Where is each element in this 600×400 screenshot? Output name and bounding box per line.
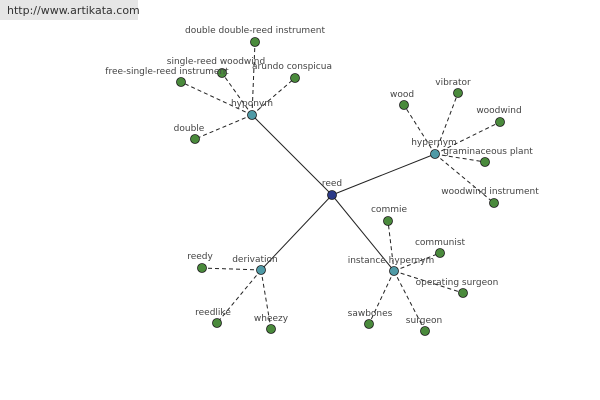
leaf-label-communist: communist [415,238,466,248]
leaf-label-free-single-reed-instrument: free-single-reed instrument [105,67,229,77]
relation-node-hypernym[interactable] [430,149,440,159]
center-node-reed[interactable] [327,190,337,200]
leaf-label-woodwind-instrument: woodwind instrument [441,187,539,197]
leaf-node-commie[interactable] [383,216,393,226]
leaf-label-double-double-reed-instrument: double double-reed instrument [185,26,325,36]
edge-hypernym-woodwind-instrument [434,153,495,204]
edge-reed-instance-hypernym [331,194,395,272]
leaf-label-single-reed-woodwind: single-reed woodwind [167,57,265,67]
edge-hyponym-double [194,114,253,140]
leaf-label-double: double [174,124,205,134]
edge-hypernym-woodwind [434,121,501,155]
leaf-node-vibrator[interactable] [453,88,463,98]
leaf-label-graminaceous-plant: graminaceous plant [443,147,533,157]
leaf-node-communist[interactable] [435,248,445,258]
leaf-node-surgeon[interactable] [420,326,430,336]
edge-instance-hypernym-operating-surgeon [393,270,464,294]
edge-derivation-reedy [201,267,262,271]
leaf-node-woodwind[interactable] [495,117,505,127]
edge-reed-hypernym [331,153,436,196]
relation-node-hyponym[interactable] [247,110,257,120]
leaf-node-single-reed-woodwind[interactable] [217,68,227,78]
leaf-node-reedy[interactable] [197,263,207,273]
leaf-label-operating-surgeon: operating surgeon [416,278,499,288]
leaf-label-wheezy: wheezy [254,314,289,324]
center-label-reed: reed [322,179,342,189]
edge-instance-hypernym-communist [393,252,441,272]
relation-node-derivation[interactable] [256,265,266,275]
leaf-node-wheezy[interactable] [266,324,276,334]
leaf-node-double-double-reed-instrument[interactable] [250,37,260,47]
leaf-label-wood: wood [390,90,414,100]
edge-derivation-reedlike [216,269,262,324]
edge-instance-hypernym-commie [387,220,395,272]
leaf-node-wood[interactable] [399,100,409,110]
edge-hyponym-free-single-reed-instrument [180,81,253,116]
leaf-node-reedlike[interactable] [212,318,222,328]
leaf-label-reedlike: reedlike [195,308,231,318]
url-banner: http://www.artikata.com [0,0,140,20]
edge-hypernym-graminaceous-plant [434,153,486,163]
relation-label-instance-hypernym: instance hypernym [348,256,435,266]
edge-hypernym-wood [403,104,436,155]
relation-label-hyponym: hyponym [231,99,273,109]
relation-label-hypernym: hypernym [411,138,457,148]
leaf-node-double[interactable] [190,134,200,144]
relation-node-instance-hypernym[interactable] [389,266,399,276]
leaf-label-surgeon: surgeon [406,316,442,326]
leaf-label-vibrator: vibrator [435,78,471,88]
leaf-label-commie: commie [371,205,407,215]
leaf-node-woodwind-instrument[interactable] [489,198,499,208]
edge-instance-hypernym-sawbones [368,270,395,325]
leaf-node-sawbones[interactable] [364,319,374,329]
leaf-label-reedy: reedy [187,252,213,262]
leaf-label-sawbones: sawbones [348,309,393,319]
edge-hyponym-arundo-conspicua [251,77,296,116]
edge-hypernym-vibrator [434,92,459,155]
edge-hyponym-single-reed-woodwind [221,72,253,116]
edge-instance-hypernym-surgeon [393,270,426,332]
leaf-node-free-single-reed-instrument[interactable] [176,77,186,87]
relation-label-derivation: derivation [232,255,278,265]
leaf-node-graminaceous-plant[interactable] [480,157,490,167]
leaf-node-arundo-conspicua[interactable] [290,73,300,83]
edge-reed-derivation [260,194,333,271]
edge-hyponym-double-double-reed-instrument [251,41,256,116]
edge-reed-hyponym [251,114,333,196]
leaf-label-woodwind: woodwind [476,106,521,116]
leaf-node-operating-surgeon[interactable] [458,288,468,298]
edge-derivation-wheezy [260,269,272,330]
leaf-label-arundo-conspicua: arundo conspicua [252,62,332,72]
source-url-link[interactable]: http://www.artikata.com [7,4,140,17]
